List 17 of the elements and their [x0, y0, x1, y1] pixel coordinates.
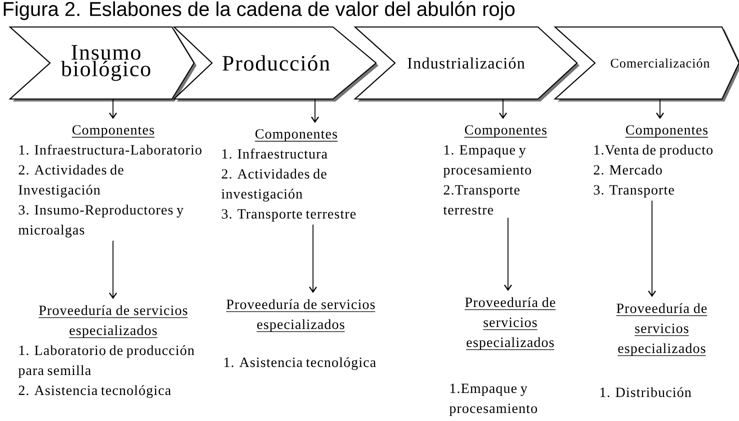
arrow — [109, 98, 117, 119]
figure-title: Figura 2. Eslabones de la cadena de valor del abulón rojo — [4, 1, 515, 20]
arrow — [499, 98, 507, 119]
text-block: Componentes 1. Infraestructura-Laboratorio 2. Actividades de Investigación 3. Insumo-Reproductores y microalgas — [18, 125, 202, 238]
arrow — [504, 217, 512, 291]
text-block: Componentes 1. Infraestructura 2. Actividades de investigación 3. Transporte terrestre — [222, 129, 356, 222]
arrow — [648, 200, 656, 297]
arrow — [656, 98, 664, 119]
text-block: Proveeduría de servicios especializados 1. Asistencia tecnológica — [224, 299, 376, 370]
text-block: Proveeduría de servicios especializados 1. Distribución — [600, 303, 708, 398]
arrow — [311, 98, 319, 123]
text-block: Proveeduría de servicios especializados 1. Laboratorio de producción para semilla 2. Asistencia tecnológica — [18, 305, 194, 398]
text-block: Componentes 1. Empaque y procesamiento 2.Transporte terrestre — [443, 125, 548, 215]
arrow — [309, 224, 317, 293]
text-block: Proveeduría de servicios especializados 1.Empaque y procesamiento — [449, 297, 556, 416]
arrow — [109, 240, 117, 299]
text-block: Componentes 1.Venta de producto 2. Mercado 3. Transporte — [594, 125, 713, 198]
